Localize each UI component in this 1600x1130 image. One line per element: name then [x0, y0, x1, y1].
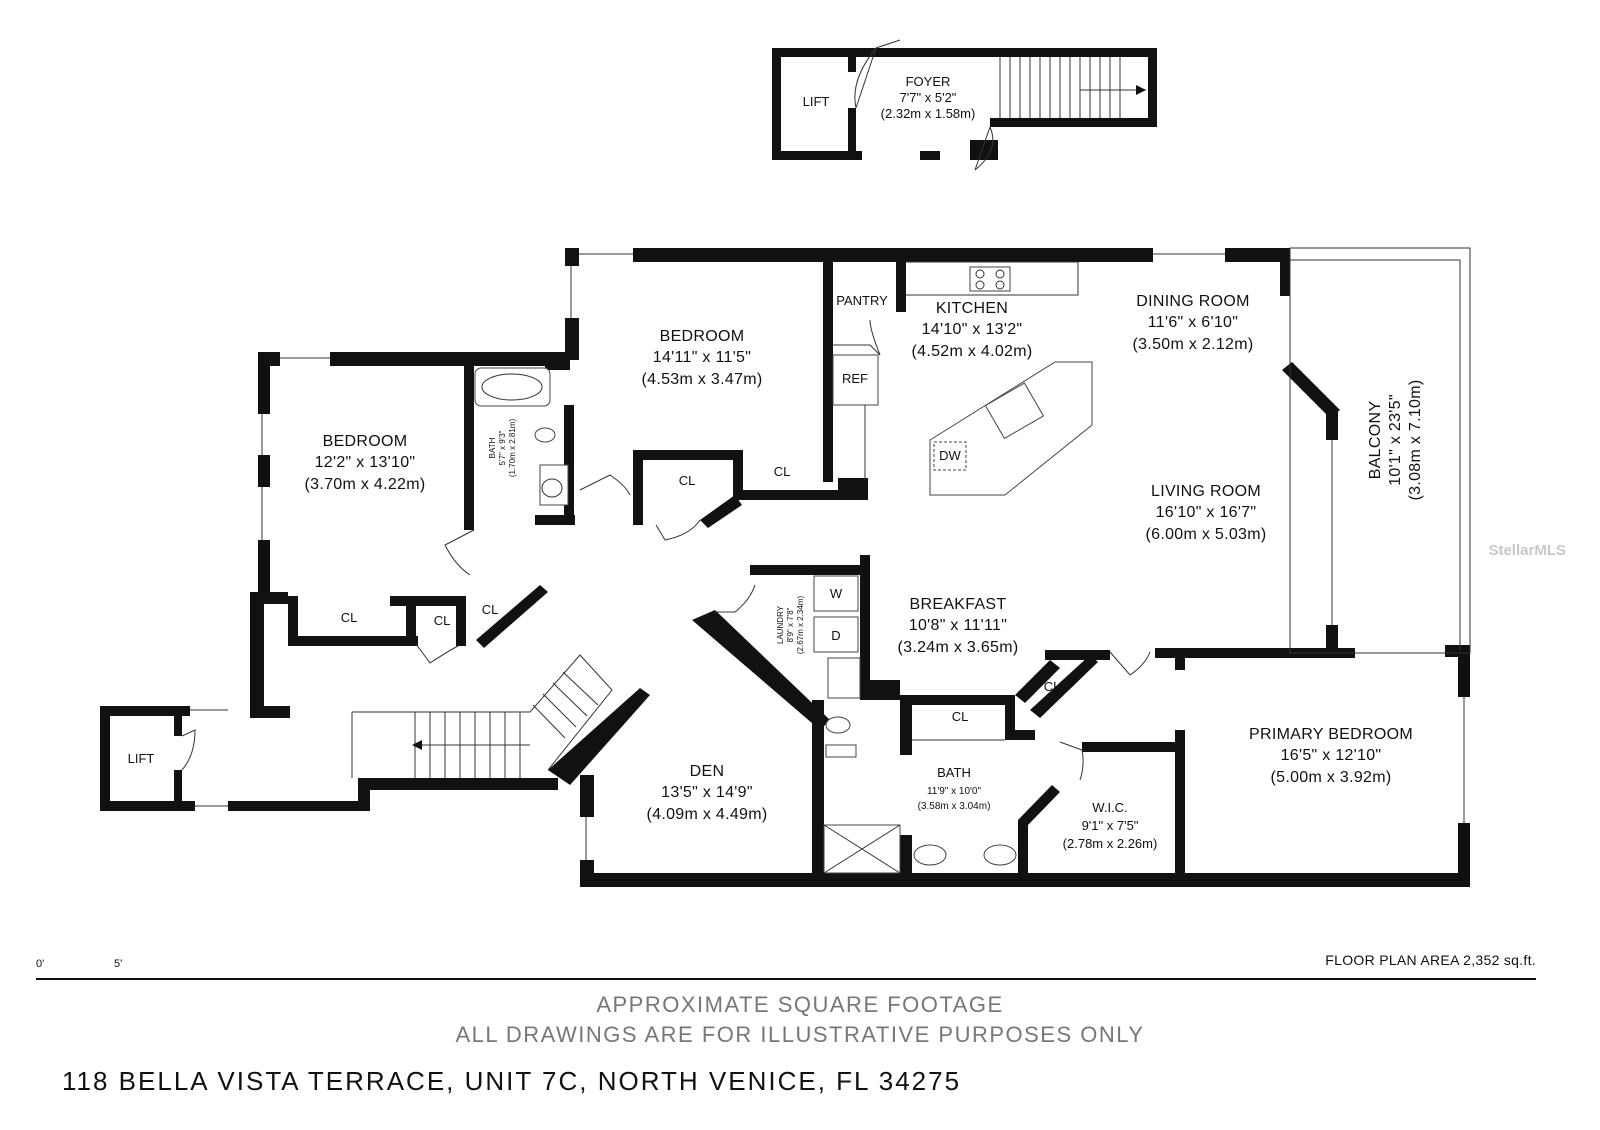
foyer-metric: (2.32m x 1.58m) [881, 106, 976, 121]
bath1-metric: (1.70m x 2.81m) [508, 419, 517, 478]
laundry-name: LAUNDRY [776, 605, 785, 644]
floor-plan-drawing: FOYER 7'7" x 5'2" (2.32m x 1.58m) LIFT L… [100, 39, 1471, 887]
primary-name: PRIMARY BEDROOM [1249, 726, 1413, 743]
room-foyer: FOYER 7'7" x 5'2" (2.32m x 1.58m) [881, 74, 976, 121]
bath2-name: BATH [937, 765, 971, 780]
ref-tag: REF [842, 371, 868, 386]
balcony-name: BALCONY [1367, 401, 1384, 480]
den-metric: (4.09m x 4.49m) [647, 806, 768, 823]
closet-tag: CL [341, 610, 358, 625]
wic-name: W.I.C. [1092, 800, 1127, 815]
disclaimer-line-2: ALL DRAWINGS ARE FOR ILLUSTRATIVE PURPOS… [455, 1022, 1145, 1047]
floor-plan-area: FLOOR PLAN AREA 2,352 sq.ft. [1325, 952, 1536, 968]
den-name: DEN [690, 763, 725, 780]
bath2-imperial: 11'9" x 10'0" [927, 786, 982, 797]
bath1-imperial: 5'7" x 9'3" [498, 430, 507, 465]
wic-imperial: 9'1" x 7'5" [1082, 818, 1139, 833]
lower-stairs [351, 654, 613, 778]
disclaimer-line-1: APPROXIMATE SQUARE FOOTAGE [596, 992, 1004, 1017]
laundry-imperial: 8'9" x 7'8" [786, 607, 795, 642]
closet-tag: CL [1044, 679, 1061, 694]
balcony-metric: (3.08m x 7.10m) [1407, 380, 1424, 501]
property-address: 118 BELLA VISTA TERRACE, UNIT 7C, NORTH … [62, 1066, 962, 1096]
bath1-name: BATH [488, 437, 497, 458]
bedroom2-imperial: 14'11" x 11'5" [653, 349, 751, 366]
dining-imperial: 11'6" x 6'10" [1148, 314, 1238, 331]
thin-details [181, 247, 1471, 874]
primary-imperial: 16'5" x 12'10" [1281, 747, 1382, 764]
foyer-name: FOYER [906, 74, 951, 89]
room-balcony: BALCONY 10'1" x 23'5" (3.08m x 7.10m) [1367, 380, 1424, 501]
watermark: StellarMLS [1488, 542, 1566, 559]
bedroom1-imperial: 12'2" x 13'10" [315, 454, 416, 471]
lift-tag-bottom: LIFT [128, 751, 155, 766]
room-laundry: LAUNDRY 8'9" x 7'8" (2.67m x 2.34m) [776, 596, 805, 655]
room-breakfast: BREAKFAST 10'8" x 11'11" (3.24m x 3.65m) [898, 596, 1019, 656]
bedroom1-name: BEDROOM [323, 433, 408, 450]
kitchen-metric: (4.52m x 4.02m) [912, 343, 1033, 360]
lift-tag-top: LIFT [803, 94, 830, 109]
room-bath-1: BATH 5'7" x 9'3" (1.70m x 2.81m) [488, 419, 517, 478]
room-kitchen: KITCHEN 14'10" x 13'2" (4.52m x 4.02m) [912, 300, 1033, 360]
room-den: DEN 13'5" x 14'9" (4.09m x 4.49m) [647, 763, 768, 823]
room-bath-2: BATH 11'9" x 10'0" (3.58m x 3.04m) [918, 765, 991, 812]
bedroom2-metric: (4.53m x 3.47m) [642, 371, 763, 388]
bedroom1-metric: (3.70m x 4.22m) [305, 476, 426, 493]
dining-metric: (3.50m x 2.12m) [1133, 336, 1254, 353]
closet-tag: CL [774, 464, 791, 479]
scale-five-label: 5' [114, 958, 123, 970]
room-living: LIVING ROOM 16'10" x 16'7" (6.00m x 5.03… [1146, 483, 1267, 543]
main-walls [100, 248, 1470, 887]
scale-zero-label: 0' [36, 958, 45, 970]
breakfast-name: BREAKFAST [910, 596, 1007, 613]
kitchen-name: KITCHEN [936, 300, 1008, 317]
dw-tag: DW [939, 448, 961, 463]
room-dining: DINING ROOM 11'6" x 6'10" (3.50m x 2.12m… [1133, 293, 1254, 353]
breakfast-metric: (3.24m x 3.65m) [898, 639, 1019, 656]
wic-metric: (2.78m x 2.26m) [1063, 836, 1158, 851]
bedroom2-name: BEDROOM [660, 328, 745, 345]
closet-tag: CL [482, 602, 499, 617]
divider-rule [36, 978, 1536, 980]
laundry-metric: (2.67m x 2.34m) [796, 596, 805, 655]
kitchen-imperial: 14'10" x 13'2" [922, 321, 1023, 338]
bath2-metric: (3.58m x 3.04m) [918, 801, 991, 812]
room-bedroom-1: BEDROOM 12'2" x 13'10" (3.70m x 4.22m) [305, 433, 426, 493]
foyer-stairs [999, 57, 1146, 118]
closet-tag: CL [679, 473, 696, 488]
dryer-tag: D [831, 628, 840, 643]
closet-tag: CL [434, 613, 451, 628]
breakfast-imperial: 10'8" x 11'11" [909, 617, 1007, 634]
room-wic: W.I.C. 9'1" x 7'5" (2.78m x 2.26m) [1063, 800, 1158, 851]
living-name: LIVING ROOM [1151, 483, 1261, 500]
room-bedroom-2: BEDROOM 14'11" x 11'5" (4.53m x 3.47m) [642, 328, 763, 388]
washer-tag: W [830, 586, 843, 601]
foyer-imperial: 7'7" x 5'2" [900, 90, 957, 105]
room-primary-bedroom: PRIMARY BEDROOM 16'5" x 12'10" (5.00m x … [1249, 726, 1413, 786]
living-imperial: 16'10" x 16'7" [1156, 504, 1257, 521]
foyer-unit [772, 39, 1157, 171]
pantry-tag: PANTRY [836, 293, 888, 308]
balcony-imperial: 10'1" x 23'5" [1387, 394, 1404, 486]
primary-metric: (5.00m x 3.92m) [1271, 769, 1392, 786]
closet-tag: CL [952, 709, 969, 724]
living-metric: (6.00m x 5.03m) [1146, 526, 1267, 543]
dining-name: DINING ROOM [1136, 293, 1250, 310]
den-imperial: 13'5" x 14'9" [661, 784, 753, 801]
